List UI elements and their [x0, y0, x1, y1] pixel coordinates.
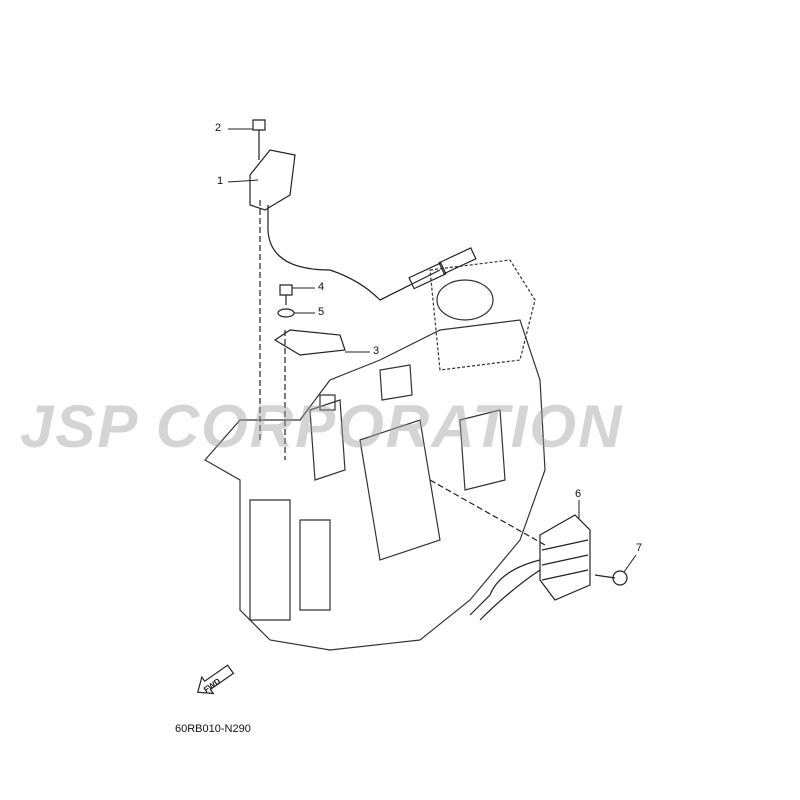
callout-5: 5: [318, 306, 325, 318]
watermark: JSP CORPORATION: [20, 393, 624, 460]
part-1-ignition-coil: [249, 149, 477, 301]
callout-4: 4: [318, 281, 325, 293]
part-5-washer: [277, 308, 295, 318]
callout-3: 3: [373, 345, 380, 357]
callout-2: 2: [215, 122, 222, 134]
callout-7: 7: [636, 542, 643, 554]
part-6-rectifier: [429, 479, 591, 621]
callout-6: 6: [575, 488, 582, 500]
callout-1: 1: [217, 175, 224, 187]
engine-block: [204, 259, 546, 651]
part-2-bolt: [252, 119, 266, 160]
part-4-bolt: [279, 284, 293, 305]
drawing-code: 60RB010-N290: [175, 723, 251, 735]
fwd-arrow-icon: [196, 664, 235, 695]
part-7-bolt: [594, 574, 616, 579]
part-3-bracket: [273, 329, 346, 356]
